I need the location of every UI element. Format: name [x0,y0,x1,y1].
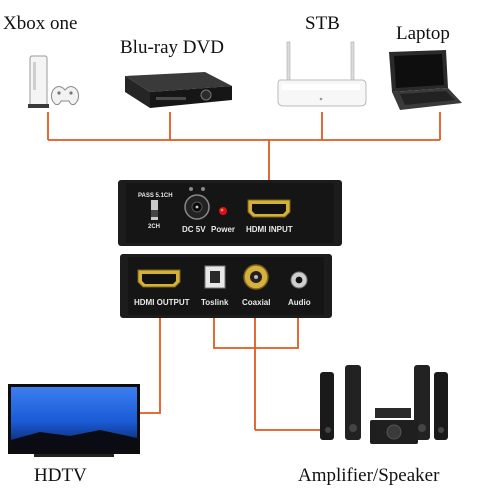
xbox-icon [28,55,80,108]
label-xbox: Xbox one [3,13,78,34]
label-power: Power [211,225,236,234]
label-pass-5-1ch: PASS 5.1CH [138,193,173,199]
label-laptop: Laptop [396,23,450,44]
label-hdtv: HDTV [34,465,87,486]
label-dc5v: DC 5V [182,225,206,234]
label-audio: Audio [288,298,311,307]
laptop-icon [389,50,462,110]
wire-toslink [213,306,299,349]
label-toslink: Toslink [201,298,229,307]
label-stb: STB [305,13,340,34]
bluray-player-icon [125,72,232,108]
speaker-system-icon [320,365,448,444]
label-amplifier: Amplifier/Speaker [298,465,440,486]
label-bluray: Blu-ray DVD [120,37,224,58]
wire-hdtv [138,306,161,414]
label-hdmi-output: HDMI OUTPUT [134,298,190,307]
output-panel [120,254,332,318]
output-wires [138,306,320,431]
stb-router-icon [277,41,367,107]
label-hdmi-input: HDMI INPUT [246,225,293,234]
label-2ch: 2CH [148,224,161,230]
hdtv-icon [8,384,140,457]
label-coaxial: Coaxial [242,298,271,307]
input-panel [118,180,342,246]
power-led [219,207,227,215]
